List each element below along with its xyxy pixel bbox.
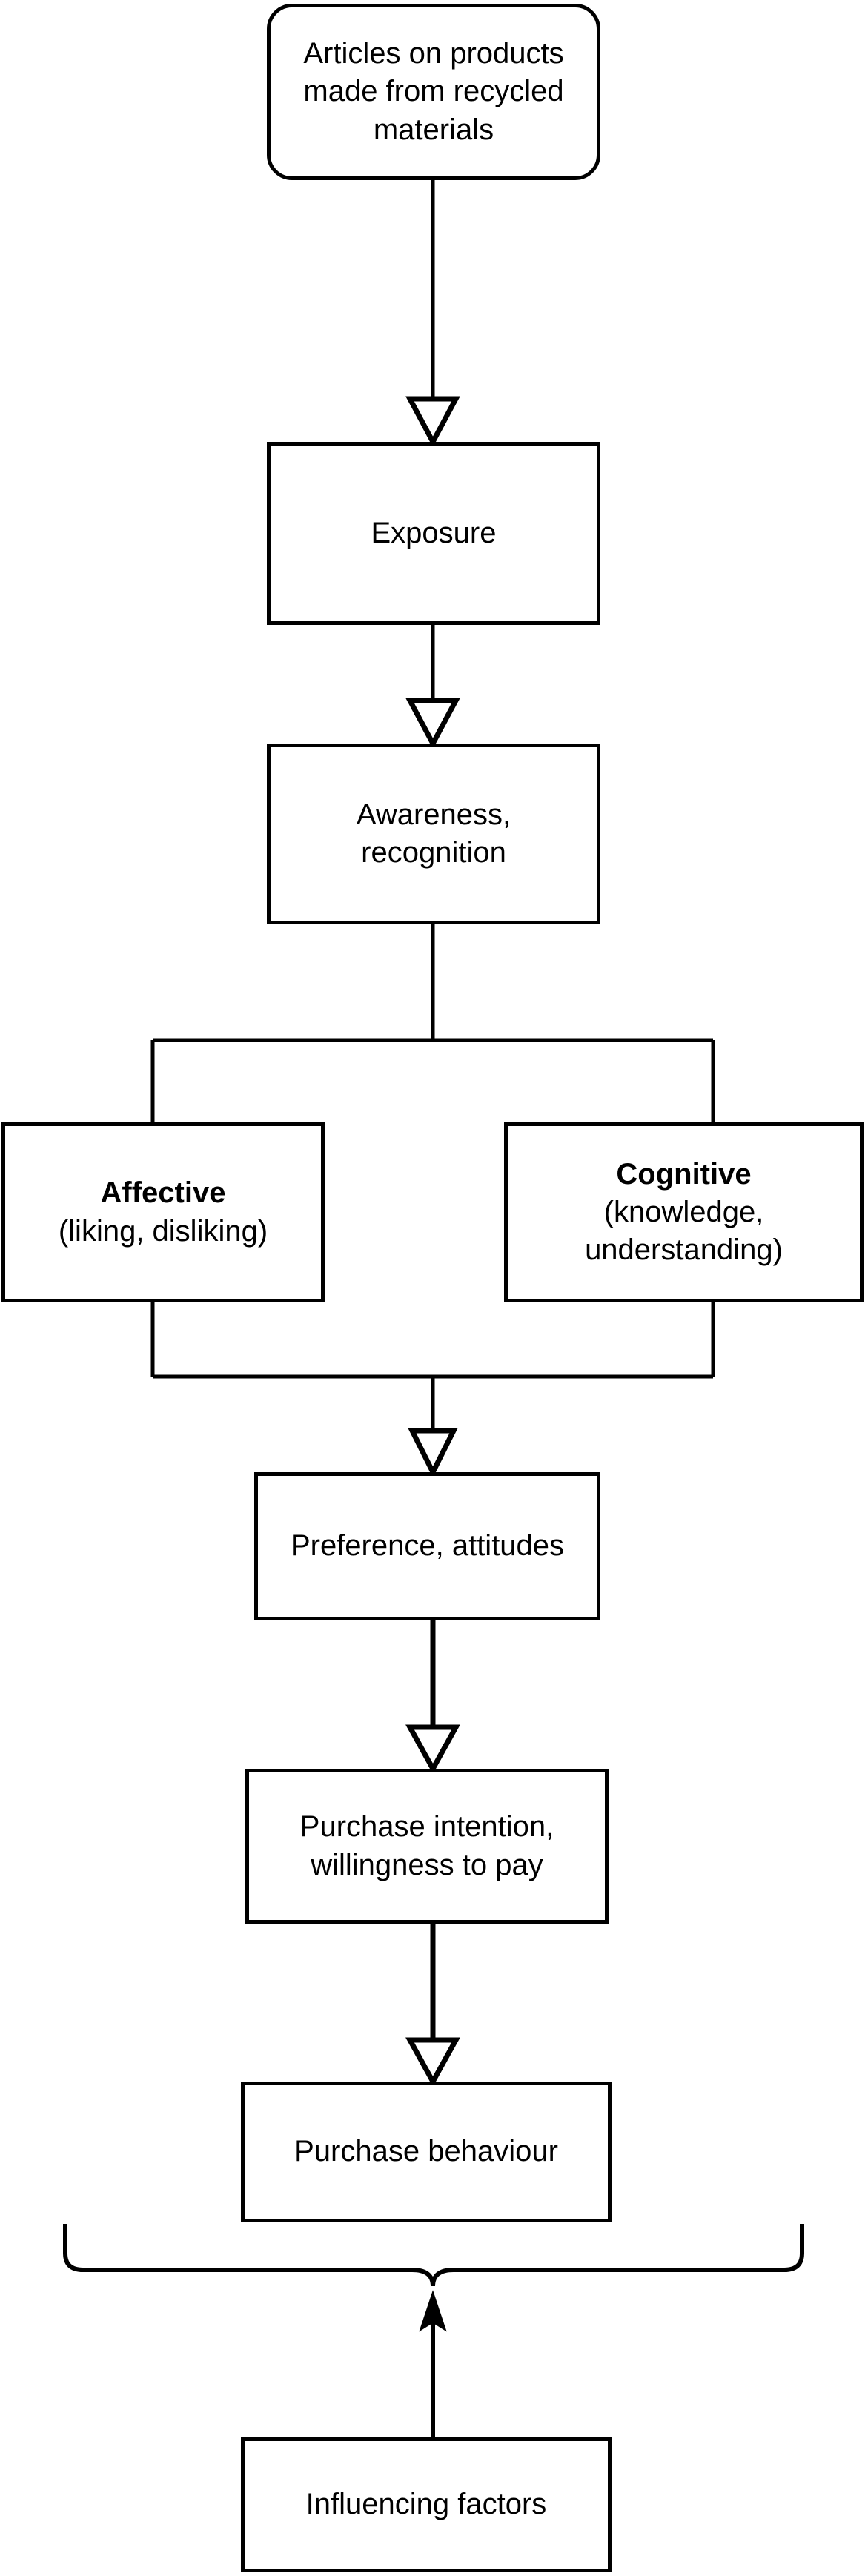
node-articles-on-recycled-products[interactable]: Articles on products made from recycled … (267, 4, 600, 180)
node-purchase-intention[interactable]: Purchase intention, willingness to pay (245, 1769, 609, 1924)
node-influencing-factors[interactable]: Influencing factors (241, 2437, 612, 2572)
node-purchase-behaviour-label: Purchase behaviour (294, 2135, 558, 2168)
node-purchase-intention-label: Purchase intention, willingness to pay (299, 1810, 554, 1881)
edge-intention-to-behaviour (405, 1924, 460, 2087)
node-cognitive-text: Cognitive (knowledge, understanding) (508, 1156, 860, 1270)
edge-preference-to-intention (405, 1620, 460, 1775)
node-affective-title: Affective (100, 1176, 226, 1210)
grouping-brace (63, 2224, 804, 2287)
node-awareness-label: Awareness, recognition (356, 798, 511, 869)
edge-awareness-split (150, 924, 715, 1122)
node-cognitive-title: Cognitive (616, 1157, 752, 1191)
edge-exposure-to-awareness (405, 625, 460, 749)
node-affective-text: Affective (liking, disliking) (5, 1174, 321, 1250)
node-awareness-recognition[interactable]: Awareness, recognition (267, 744, 600, 924)
node-preference-label: Preference, attitudes (290, 1529, 565, 1563)
node-exposure-label: Exposure (371, 516, 497, 549)
node-affective[interactable]: Affective (liking, disliking) (1, 1122, 325, 1302)
node-influencing-factors-label: Influencing factors (305, 2488, 547, 2521)
edge-merge-to-preference (150, 1302, 715, 1478)
node-articles-label: Articles on products made from recycled … (303, 37, 564, 146)
node-cognitive-subtitle: (knowledge, understanding) (585, 1195, 783, 1267)
edge-influencing-to-brace (419, 2290, 447, 2437)
node-exposure[interactable]: Exposure (267, 442, 600, 625)
node-cognitive[interactable]: Cognitive (knowledge, understanding) (504, 1122, 864, 1302)
node-purchase-behaviour[interactable]: Purchase behaviour (241, 2082, 612, 2222)
edge-articles-to-exposure (405, 180, 460, 448)
node-affective-subtitle: (liking, disliking) (58, 1214, 268, 1248)
node-preference-attitudes[interactable]: Preference, attitudes (254, 1472, 600, 1620)
